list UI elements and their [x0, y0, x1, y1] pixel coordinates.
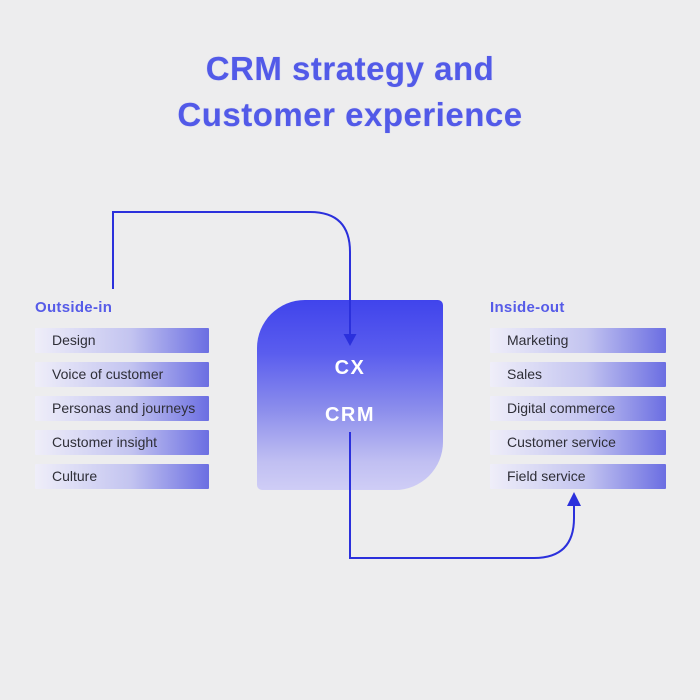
list-item: Digital commerce	[490, 396, 666, 421]
list-item: Customer service	[490, 430, 666, 455]
list-item: Marketing	[490, 328, 666, 353]
page-title-line2: Customer experience	[177, 96, 523, 133]
list-item: Sales	[490, 362, 666, 387]
list-item: Design	[35, 328, 209, 353]
list-item: Culture	[35, 464, 209, 489]
list-item: Voice of customer	[35, 362, 209, 387]
list-item: Customer insight	[35, 430, 209, 455]
inside-out-header: Inside-out	[490, 299, 565, 316]
inside-out-panel: Inside-out Marketing Sales Digital comme…	[490, 299, 666, 498]
outside-in-panel: Outside-in Design Voice of customer Pers…	[35, 299, 210, 498]
cx-crm-box: CX CRM	[257, 300, 443, 490]
outside-in-header: Outside-in	[35, 299, 113, 316]
list-item: Field service	[490, 464, 666, 489]
cx-label: CX	[334, 357, 366, 379]
crm-label: CRM	[324, 404, 376, 426]
list-item: Personas and journeys	[35, 396, 209, 421]
page-title-line1: CRM strategy and	[205, 50, 495, 87]
